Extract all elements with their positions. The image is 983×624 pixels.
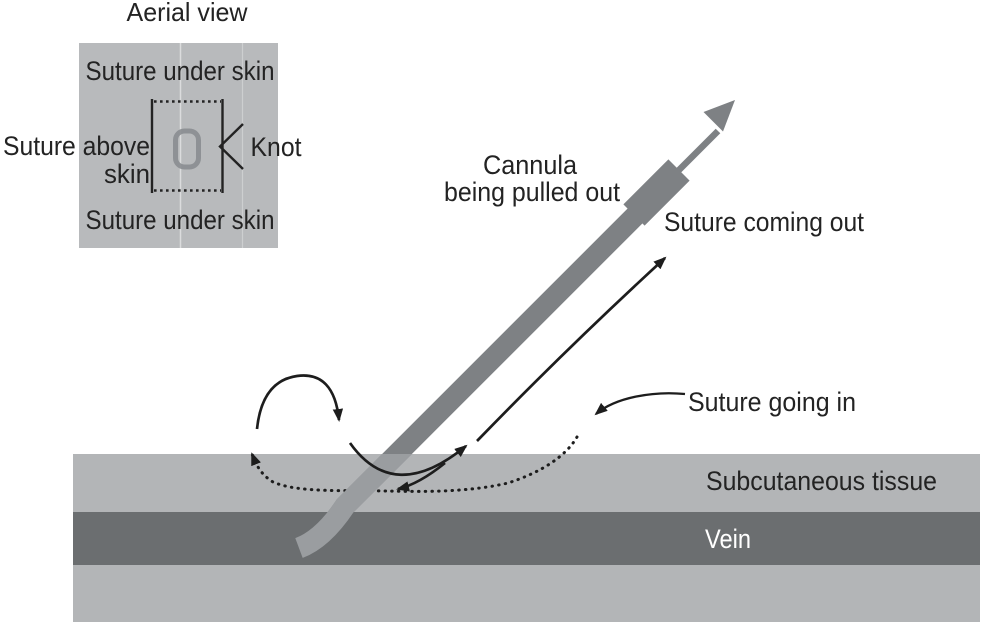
suture-rectangle bbox=[150, 99, 224, 193]
aerial-skin-box bbox=[79, 43, 278, 248]
suture-coming-out-arrow bbox=[476, 256, 667, 442]
label-cannula-line1: Cannula bbox=[483, 150, 578, 180]
suture-solid-arrows bbox=[255, 256, 686, 492]
cannula-pull-arrowhead-icon bbox=[703, 100, 735, 132]
knot-bracket bbox=[218, 123, 244, 170]
label-suture-under-skin-top: Suture under skin bbox=[86, 56, 275, 86]
vein-layer bbox=[73, 512, 980, 565]
knot-ring bbox=[173, 128, 201, 170]
suture-dotted-under-skin-path bbox=[250, 435, 579, 493]
label-suture-going-in: Suture going in bbox=[688, 387, 856, 417]
label-subcutaneous-tissue: Subcutaneous tissue bbox=[706, 466, 937, 496]
cannula-pull-line bbox=[673, 128, 721, 176]
label-suture-above-skin-line2: skin bbox=[104, 159, 150, 189]
label-suture-coming-out: Suture coming out bbox=[664, 207, 864, 237]
label-knot: Knot bbox=[251, 132, 302, 162]
aerial-view-title: Aerial view bbox=[127, 0, 248, 27]
aerial-view-panel: Aerial view Suture under skin Knot Sutur… bbox=[3, 0, 302, 248]
label-vein: Vein bbox=[705, 524, 751, 554]
cannula bbox=[294, 100, 735, 558]
suture-going-in-leader-arrow bbox=[594, 392, 686, 416]
suture-loop-over-skin-arrow bbox=[255, 374, 344, 430]
suture-under-cannula-arrow bbox=[396, 461, 446, 492]
cannula-hub bbox=[623, 159, 690, 226]
tissue-layers bbox=[73, 454, 980, 622]
cannula-shaft-under-skin bbox=[294, 454, 412, 558]
main-labels: Cannula being pulled out Suture coming o… bbox=[444, 150, 937, 554]
label-suture-above-skin-line1: Suture above bbox=[3, 131, 150, 161]
label-cannula-line2: being pulled out bbox=[444, 177, 620, 207]
label-suture-under-skin-bottom: Suture under skin bbox=[86, 205, 275, 235]
suture-valley-arrow bbox=[348, 442, 468, 477]
